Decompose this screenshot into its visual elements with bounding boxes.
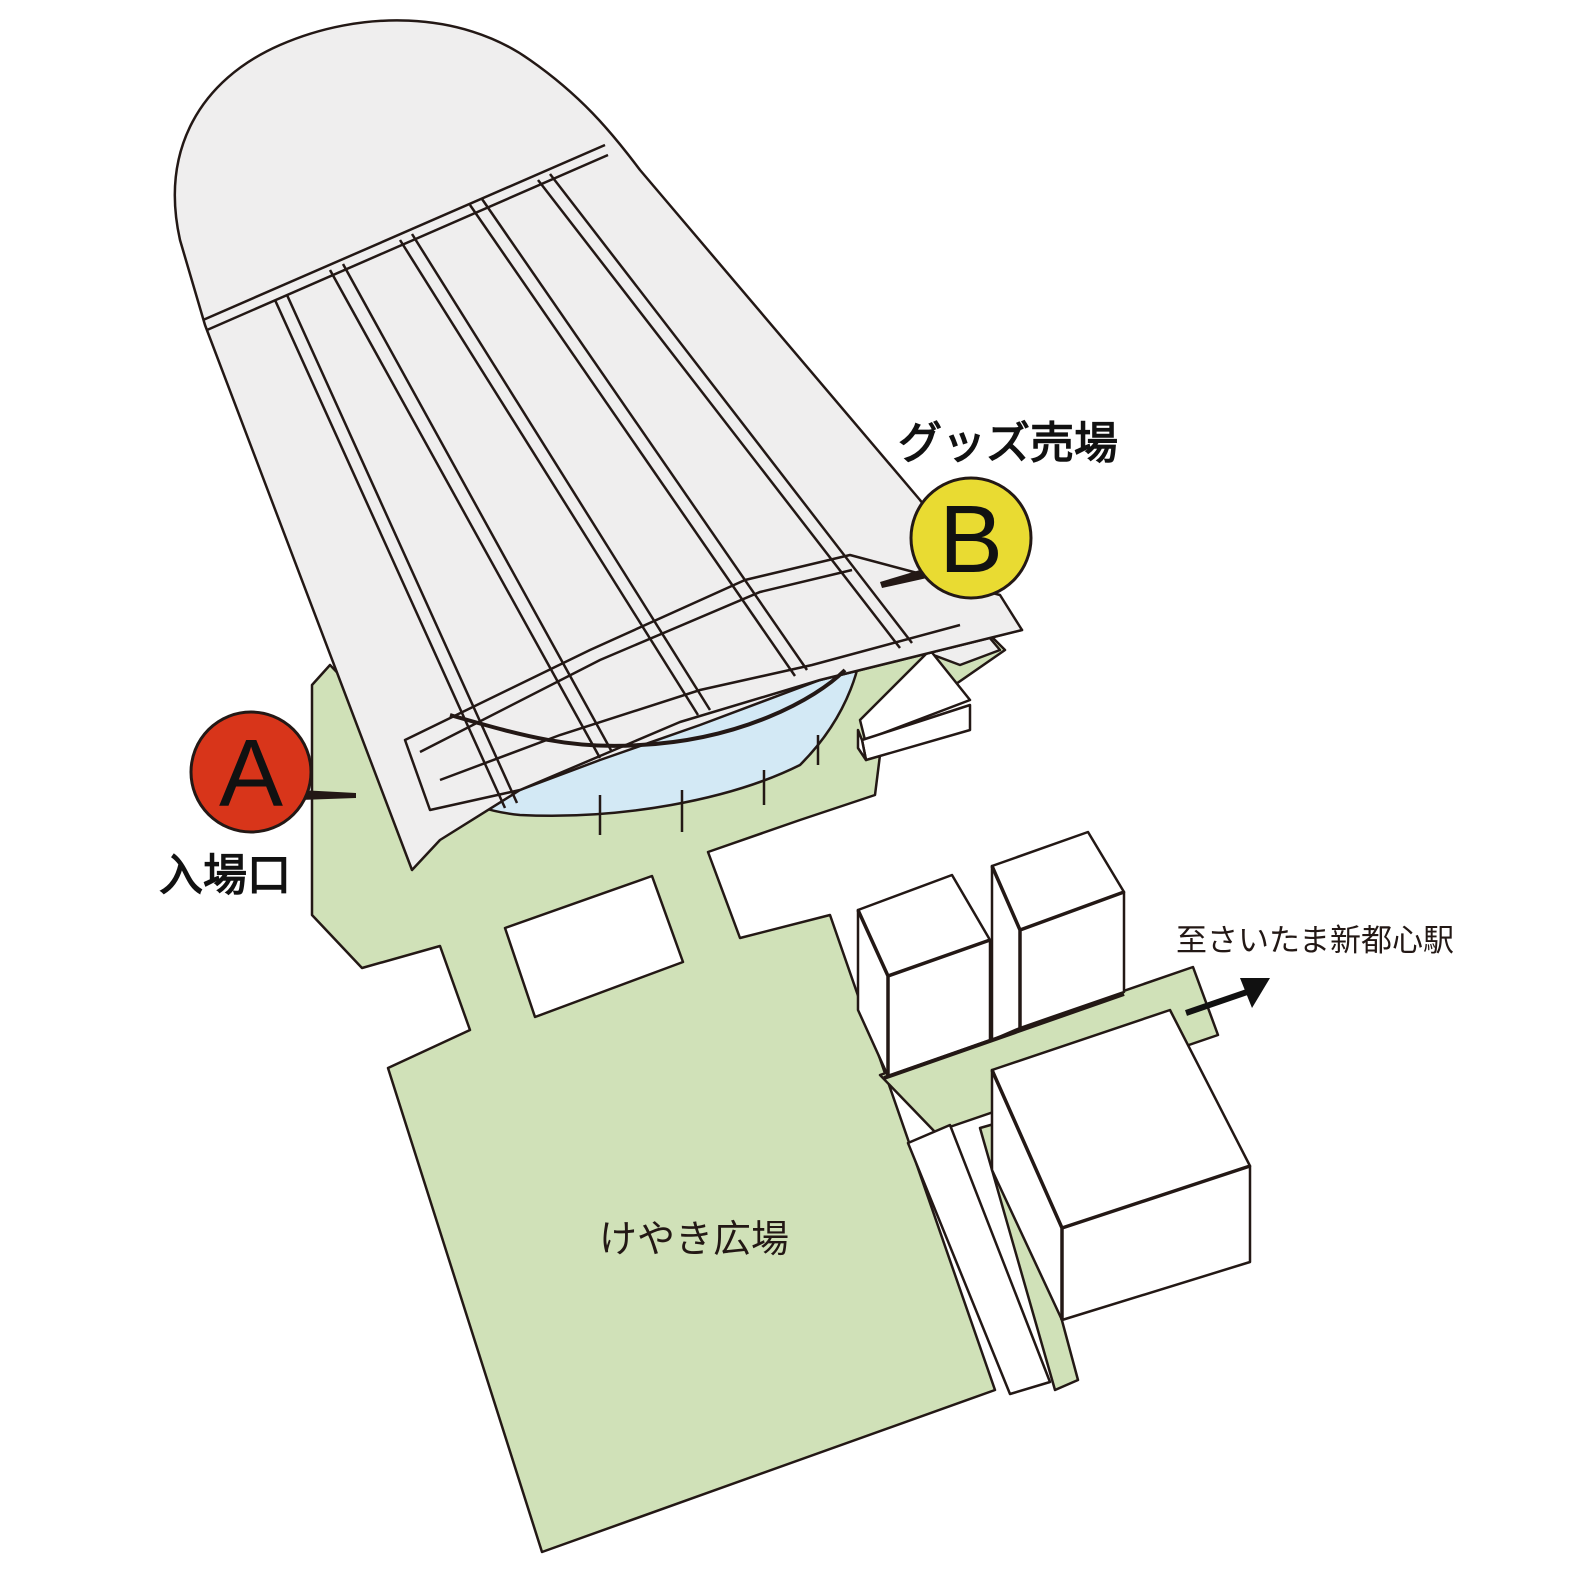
marker-b-circle xyxy=(909,476,1033,600)
marker-a-label: 入場口 xyxy=(159,850,291,901)
arena xyxy=(173,19,1024,872)
marker-a[interactable]: A 入場口 xyxy=(159,710,356,901)
station-direction[interactable]: 至さいたま新都心駅 xyxy=(1176,923,1454,1016)
building-1 xyxy=(856,873,992,1078)
buildings xyxy=(856,830,1252,1322)
block-left xyxy=(503,874,685,1019)
building-2 xyxy=(990,830,1126,1042)
direction-label: 至さいたま新都心駅 xyxy=(1176,923,1454,959)
marker-b-label: グッズ売場 xyxy=(898,418,1118,469)
plaza-label: けやき広場 xyxy=(599,1217,789,1261)
arrow-right-icon xyxy=(1185,978,1270,1016)
marker-b[interactable]: B グッズ売場 xyxy=(880,418,1118,600)
building-3 xyxy=(990,1008,1252,1322)
block-strip xyxy=(906,1123,1052,1396)
marker-b-letter: B xyxy=(939,486,1003,593)
roof-ribs xyxy=(273,173,913,809)
roof-edge-band xyxy=(403,553,1024,812)
arena-posts xyxy=(598,735,820,835)
marker-a-circle xyxy=(189,710,313,834)
marker-a-letter: A xyxy=(219,720,283,827)
plaza-blocks xyxy=(503,874,1052,1396)
marker-a-pointer xyxy=(300,790,356,800)
